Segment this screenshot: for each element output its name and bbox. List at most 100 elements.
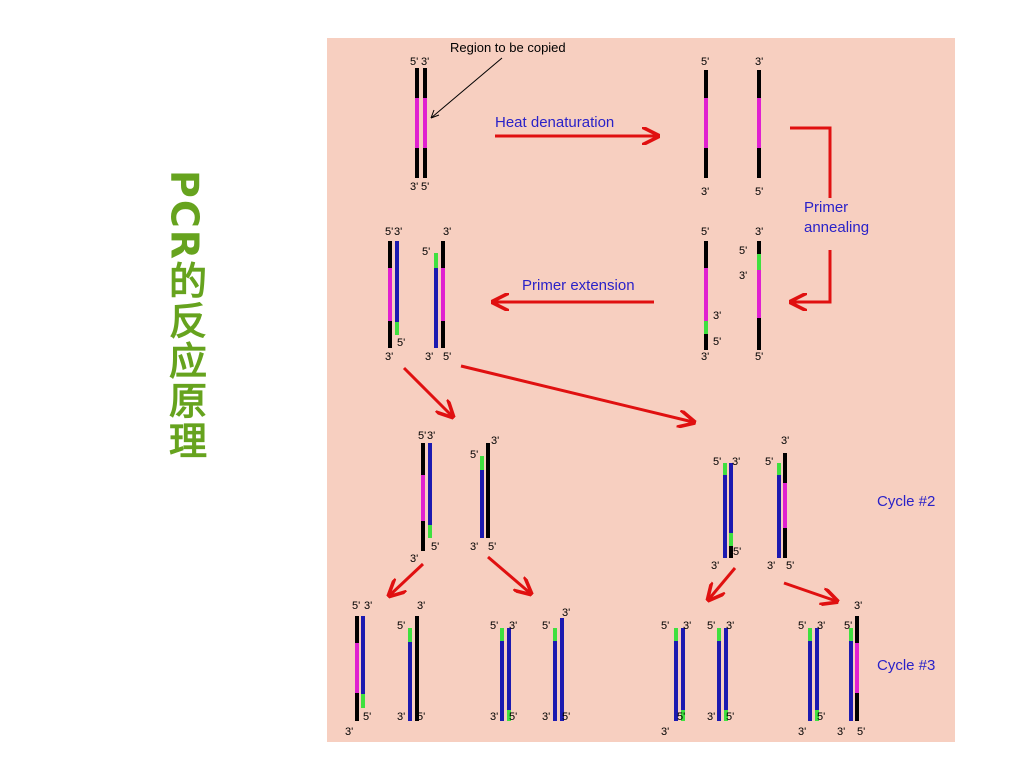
strand-segment bbox=[723, 475, 727, 558]
strand-segment bbox=[415, 148, 419, 178]
dna-strand bbox=[783, 453, 787, 558]
five-prime-label: 5' bbox=[397, 620, 405, 632]
strand-segment bbox=[723, 463, 727, 475]
three-prime-label: 3' bbox=[713, 310, 721, 322]
primer-annealing-label-1: Primer bbox=[804, 199, 848, 216]
dna-strand bbox=[500, 628, 504, 721]
strand-segment bbox=[388, 241, 392, 268]
five-prime-label: 5' bbox=[431, 541, 439, 553]
five-prime-label: 5' bbox=[786, 560, 794, 572]
primer-annealing-label-2: annealing bbox=[804, 219, 869, 236]
callout-pointer bbox=[430, 57, 503, 119]
dna-strand bbox=[757, 70, 761, 178]
dna-strand bbox=[388, 241, 392, 348]
three-prime-label: 3' bbox=[417, 600, 425, 612]
strand-segment bbox=[507, 628, 511, 710]
strand-segment bbox=[434, 268, 438, 348]
page-title: PCR的反应原理 bbox=[162, 170, 207, 461]
strand-segment bbox=[704, 148, 708, 178]
strand-segment bbox=[388, 268, 392, 321]
dna-strand bbox=[428, 443, 432, 538]
five-prime-label: 5' bbox=[562, 711, 570, 723]
three-prime-label: 3' bbox=[817, 620, 825, 632]
annealing-arrow-top bbox=[790, 126, 832, 198]
strand-segment bbox=[757, 270, 761, 318]
dna-strands: 5'3'3'5'5'3'3'5'5'3'5'3'3'5'3'5'5'3'3'5'… bbox=[345, 56, 865, 738]
strand-segment bbox=[704, 98, 708, 148]
three-prime-label: 3' bbox=[443, 226, 451, 238]
dna-strand bbox=[560, 618, 564, 721]
three-prime-label: 3' bbox=[490, 711, 498, 723]
strand-segment bbox=[849, 641, 853, 721]
strand-segment bbox=[423, 68, 427, 98]
five-prime-label: 5' bbox=[817, 711, 825, 723]
three-prime-label: 3' bbox=[397, 711, 405, 723]
dna-strand bbox=[395, 241, 399, 335]
five-prime-label: 5' bbox=[410, 56, 418, 68]
strand-segment bbox=[681, 628, 685, 710]
five-prime-label: 5' bbox=[677, 711, 685, 723]
strand-segment bbox=[729, 463, 733, 533]
three-prime-label: 3' bbox=[732, 456, 740, 468]
five-prime-label: 5' bbox=[713, 456, 721, 468]
strand-segment bbox=[415, 98, 419, 148]
five-prime-label: 5' bbox=[421, 181, 429, 193]
three-prime-label: 3' bbox=[562, 607, 570, 619]
five-prime-label: 5' bbox=[418, 430, 426, 442]
five-prime-label: 5' bbox=[422, 246, 430, 258]
three-prime-label: 3' bbox=[711, 560, 719, 572]
strand-segment bbox=[704, 321, 708, 334]
three-prime-label: 3' bbox=[410, 181, 418, 193]
strand-segment bbox=[560, 618, 564, 721]
three-prime-label: 3' bbox=[701, 186, 709, 198]
strand-segment bbox=[480, 470, 484, 538]
strand-segment bbox=[783, 528, 787, 558]
strand-segment bbox=[415, 616, 419, 721]
three-prime-label: 3' bbox=[470, 541, 478, 553]
strand-segment bbox=[777, 463, 781, 475]
strand-segment bbox=[480, 456, 484, 470]
strand-segment bbox=[441, 268, 445, 321]
three-prime-label: 3' bbox=[345, 726, 353, 738]
callout-pointer-head bbox=[430, 109, 440, 119]
strand-segment bbox=[674, 641, 678, 721]
strand-segment bbox=[408, 642, 412, 721]
five-prime-label: 5' bbox=[701, 226, 709, 238]
strand-segment bbox=[355, 616, 359, 643]
strand-segment bbox=[428, 443, 432, 525]
cycle2-arrow-right bbox=[460, 364, 693, 422]
dna-strand bbox=[723, 463, 727, 558]
strand-segment bbox=[757, 148, 761, 178]
strand-segment bbox=[507, 710, 511, 721]
dna-strand bbox=[423, 68, 427, 178]
three-prime-label: 3' bbox=[491, 435, 499, 447]
three-prime-label: 3' bbox=[767, 560, 775, 572]
strand-segment bbox=[855, 643, 859, 693]
strand-segment bbox=[421, 443, 425, 475]
strand-segment bbox=[355, 693, 359, 721]
cycle-2-label: Cycle #2 bbox=[877, 493, 935, 510]
dna-strand bbox=[434, 253, 438, 348]
strand-segment bbox=[553, 628, 557, 641]
strand-segment bbox=[855, 616, 859, 643]
dna-strand bbox=[415, 68, 419, 178]
strand-segment bbox=[361, 616, 365, 694]
dna-strand bbox=[704, 70, 708, 178]
strand-segment bbox=[724, 628, 728, 710]
strand-segment bbox=[395, 241, 399, 322]
strand-segment bbox=[355, 643, 359, 693]
five-prime-label: 5' bbox=[417, 711, 425, 723]
three-prime-label: 3' bbox=[755, 226, 763, 238]
strand-segment bbox=[704, 70, 708, 98]
strand-segment bbox=[704, 241, 708, 268]
five-prime-label: 5' bbox=[470, 449, 478, 461]
strand-segment bbox=[500, 628, 504, 641]
five-prime-label: 5' bbox=[707, 620, 715, 632]
dna-strand bbox=[815, 628, 819, 721]
heat-denaturation-label: Heat denaturation bbox=[495, 114, 614, 131]
three-prime-label: 3' bbox=[364, 600, 372, 612]
strand-segment bbox=[704, 268, 708, 321]
dna-strand bbox=[486, 443, 490, 538]
strand-segment bbox=[717, 641, 721, 721]
dna-strand bbox=[808, 628, 812, 721]
